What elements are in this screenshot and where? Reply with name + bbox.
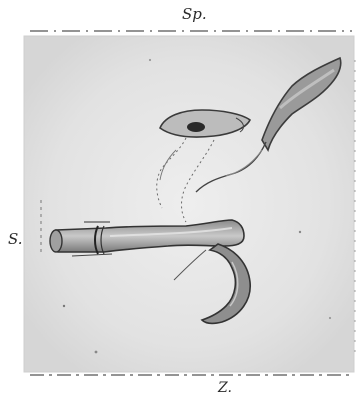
label-z: Z. [218,381,232,395]
tube-end [50,230,62,252]
label-s: S. [8,232,23,247]
lobe-spot [187,122,205,132]
label-sp: Sp. [182,7,207,22]
